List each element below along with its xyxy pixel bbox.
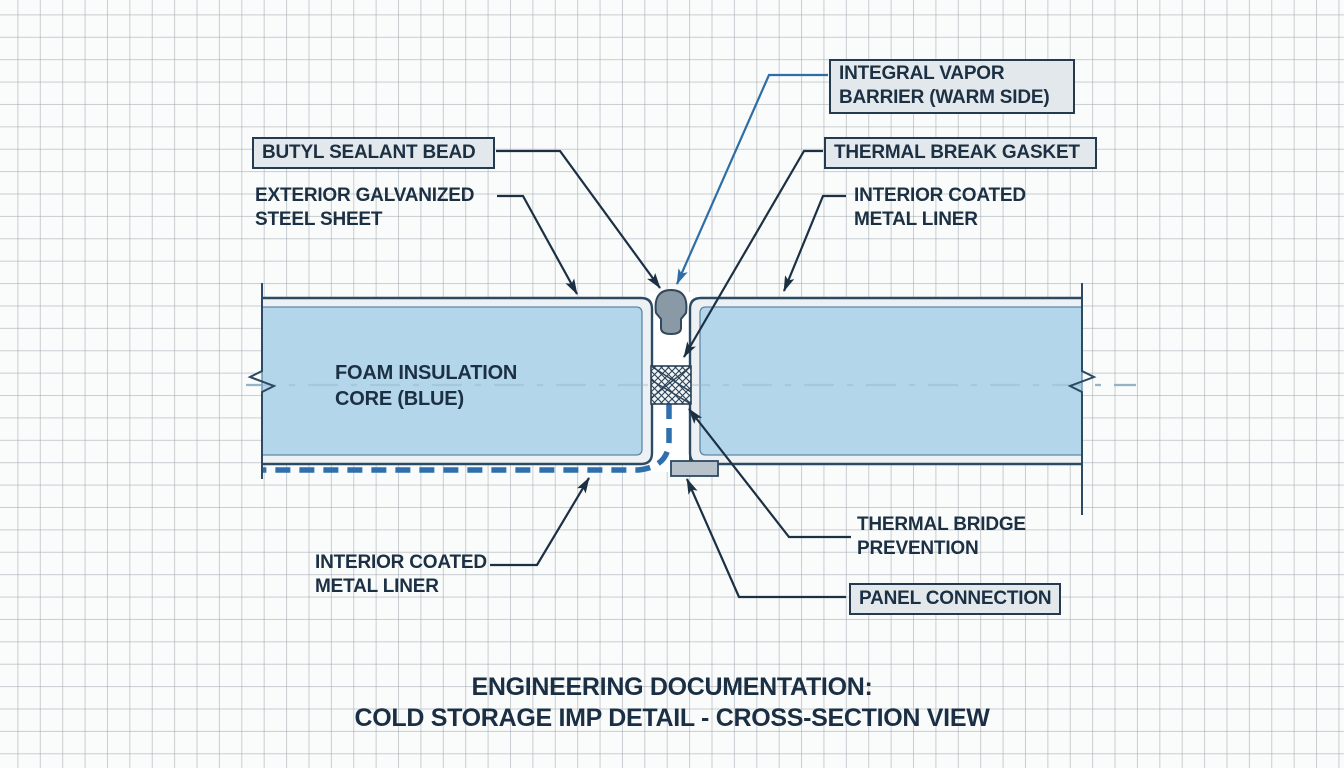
leader-thermal-bridge	[688, 408, 851, 539]
break-symbol-left	[247, 283, 277, 479]
label-line: BARRIER (WARM SIDE)	[839, 87, 1050, 108]
right-panel	[688, 296, 1083, 466]
break-symbol-right	[1067, 283, 1097, 515]
drawing-title-line1: ENGINEERING DOCUMENTATION:	[471, 673, 873, 701]
label-interior-liner-right: INTERIOR COATED METAL LINER	[854, 184, 1026, 232]
label-foam-insulation-core: FOAM INSULATION CORE (BLUE)	[335, 360, 517, 412]
label-line: INTEGRAL VAPOR	[839, 63, 1005, 84]
label-thermal-bridge-prevention: THERMAL BRIDGE PREVENTION	[857, 513, 1026, 561]
label-line: METAL LINER	[854, 209, 978, 230]
foam-core-right	[699, 306, 1083, 456]
butyl-sealant-bead-graphic	[654, 288, 688, 336]
label-interior-liner-left: INTERIOR COATED METAL LINER	[315, 551, 487, 599]
leader-exterior-steel	[497, 194, 578, 295]
label-line: PANEL CONNECTION	[859, 588, 1052, 609]
label-line: STEEL SHEET	[255, 209, 383, 230]
label-line: INTERIOR COATED	[315, 552, 487, 573]
leader-interior-liner-left	[490, 477, 590, 567]
label-line: METAL LINER	[315, 576, 439, 597]
label-line: EXTERIOR GALVANIZED	[255, 185, 475, 206]
label-line: CORE (BLUE)	[335, 388, 464, 410]
label-exterior-galvanized-steel: EXTERIOR GALVANIZED STEEL SHEET	[255, 184, 474, 232]
label-thermal-break-gasket: THERMAL BREAK GASKET	[824, 137, 1097, 169]
label-line: FOAM INSULATION	[335, 362, 518, 384]
panel-connection-tab	[670, 460, 719, 477]
leader-vapor-barrier	[675, 73, 828, 285]
leader-butyl-sealant	[496, 149, 661, 289]
label-line: THERMAL BRIDGE	[857, 514, 1026, 535]
label-line: PREVENTION	[857, 538, 979, 559]
leader-thermal-break	[683, 149, 823, 358]
label-integral-vapor-barrier: INTEGRAL VAPOR BARRIER (WARM SIDE)	[829, 59, 1075, 114]
label-line: THERMAL BREAK GASKET	[834, 142, 1080, 163]
drawing-title: ENGINEERING DOCUMENTATION: COLD STORAGE …	[0, 672, 1344, 734]
thermal-break-gasket-graphic	[650, 365, 692, 405]
interior-liner-dashed-line	[262, 404, 672, 473]
drawing-title-line2: COLD STORAGE IMP DETAIL - CROSS-SECTION …	[354, 704, 990, 732]
label-panel-connection: PANEL CONNECTION	[849, 583, 1061, 615]
left-panel	[261, 296, 654, 466]
leader-panel-connection	[685, 478, 846, 599]
label-line: BUTYL SEALANT BEAD	[262, 142, 476, 163]
leader-interior-liner-right	[782, 194, 846, 292]
leader-lines	[490, 149, 851, 599]
foam-core-left	[261, 306, 643, 456]
label-butyl-sealant-bead: BUTYL SEALANT BEAD	[252, 137, 495, 169]
label-line: INTERIOR COATED	[854, 185, 1026, 206]
